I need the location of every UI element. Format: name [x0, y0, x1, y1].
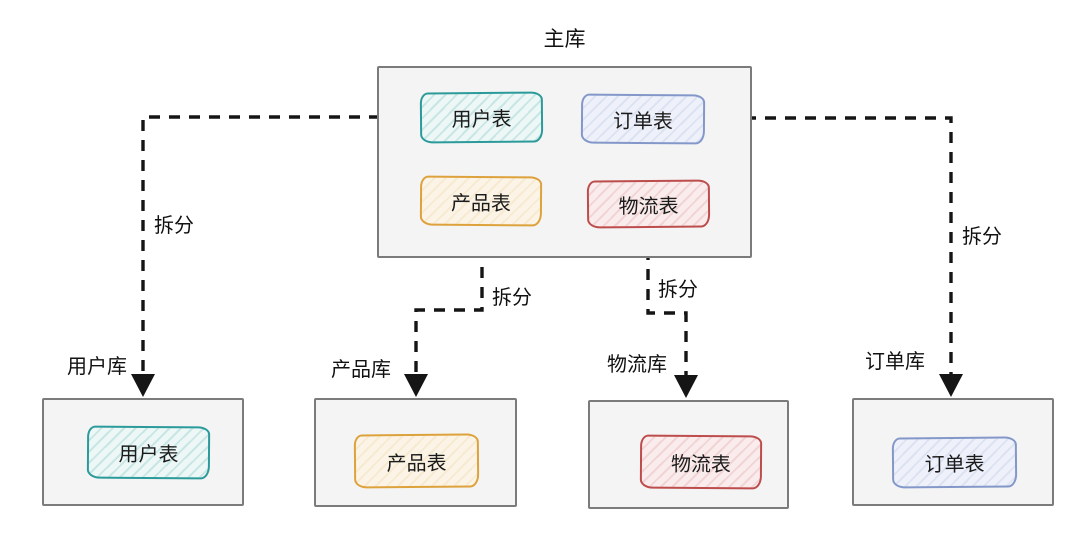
main-table-logistics: 物流表 — [586, 179, 711, 229]
shard-order-table: 订单表 — [891, 436, 1018, 489]
split-label-product: 拆分 — [492, 287, 532, 309]
shard-logistics-table-label: 物流表 — [670, 453, 732, 476]
shard-user-db-label: 用户库 — [67, 356, 127, 378]
shard-order-db-box: 订单表 — [852, 398, 1054, 506]
shard-logistics-table: 物流表 — [639, 434, 763, 490]
shard-order-db-label: 订单库 — [865, 351, 925, 373]
split-label-user: 拆分 — [154, 215, 194, 237]
main-table-order-label: 订单表 — [612, 110, 674, 133]
shard-product-table-label: 产品表 — [386, 452, 447, 475]
shard-product-db-box: 产品表 — [314, 398, 517, 507]
main-table-user: 用户表 — [419, 91, 544, 144]
split-label-order: 拆分 — [962, 226, 1002, 248]
main-table-order: 订单表 — [580, 93, 706, 145]
shard-product-table: 产品表 — [353, 433, 480, 489]
shard-user-table: 用户表 — [86, 425, 211, 480]
main-table-user-label: 用户表 — [451, 108, 512, 132]
shard-product-db-label: 产品库 — [331, 359, 391, 381]
main-table-logistics-label: 物流表 — [618, 195, 679, 218]
shard-logistics-db-label: 物流库 — [607, 354, 667, 376]
shard-order-table-label: 订单表 — [924, 453, 985, 477]
main-table-product-label: 产品表 — [450, 192, 512, 215]
shard-user-db-box: 用户表 — [42, 398, 244, 506]
split-label-logistics: 拆分 — [658, 279, 698, 301]
main-table-product: 产品表 — [419, 175, 543, 227]
shard-user-table-label: 用户表 — [118, 443, 179, 467]
main-db-title: 主库 — [543, 28, 586, 51]
shard-logistics-db-box: 物流表 — [588, 400, 789, 509]
